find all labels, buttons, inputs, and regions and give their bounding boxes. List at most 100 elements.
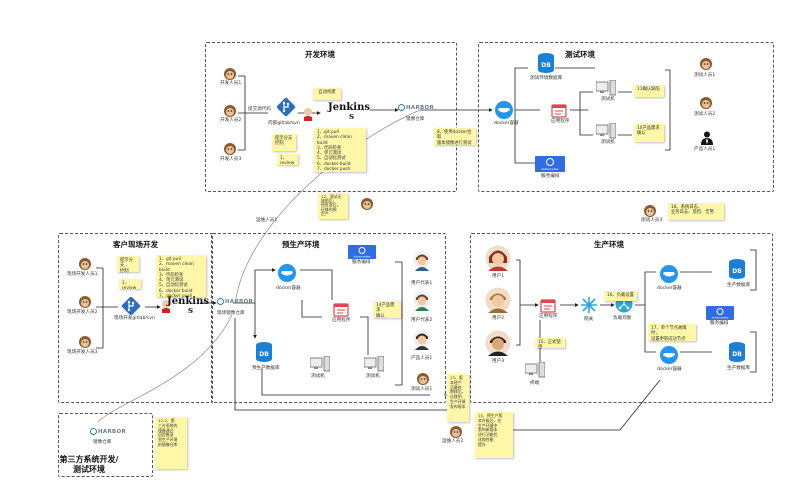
prod-user-3-label: 用户3 [492,359,505,364]
test-zone-title: 测试环境 [565,50,595,59]
monkey-avatar-cust1 [78,256,92,275]
git-icon-customer [121,296,141,319]
migrate-preprod-note: 12、测试无 缺陷后， 经批准后， 迁移到预 生产 [318,193,348,219]
database-icon-preprod: DB [255,342,273,366]
user-3-avatar [485,330,511,360]
dev-zone [205,42,457,192]
computer-icon-preprod1 [309,355,331,376]
preprod-req-confirm-note: 14产品需求 确认 [373,301,401,319]
customer-zone [58,233,213,403]
kubernetes-icon-preprod: kubernetes [348,244,376,263]
prod-release-note: 15、预生产版 本升级后，在 生产环境中 发布新版本 进行功能优 化和性能 提升 [475,412,513,458]
svg-text:kubernetes: kubernetes [712,316,729,320]
user-2-avatar [485,287,511,317]
thirdparty-image-repo-label: 镜像仓库 [93,440,112,445]
monkey-avatar-cust2 [78,294,92,313]
prod-k8s-label: 服务编排 [710,321,729,326]
cust-image-repo-label: 现场镜像仓库 [217,311,245,316]
jenkins-s-dev: s [349,112,355,122]
preprod-k8s-label: 服务编排 [352,260,371,265]
prod-app-label: 应用程序 [539,314,558,319]
docker-icon-prod1 [659,264,679,288]
gateway-label: 网关 [584,317,594,322]
monkey-avatar-ops1 [360,196,374,215]
cust-build-steps-note: 1、git pull 2、maven clean build 3、代码检查 4、… [156,255,206,299]
test-pc-1-label: 测试机 [601,97,615,102]
dev-zone-title: 开发环境 [305,50,335,59]
docker-icon-prod2 [659,345,679,369]
dev-person-3-label: 开发人员3 [220,157,242,162]
preprod-app-label: 应用程序 [332,318,351,323]
tester-1-label: 测试人员1 [694,73,716,78]
image-repo-label-dev: 镜像仓库 [406,117,425,122]
onsite-dev-2-label: 现场开发人员2 [67,310,98,315]
git-icon [276,97,296,120]
svg-text:DB: DB [732,268,742,275]
tester-2-label: 测试人员2 [694,112,716,117]
harbor-logo-thirdparty: HARBOR [90,428,126,435]
monkey-avatar-dev2 [223,103,237,122]
load-balancer-label: 负载均衡 [613,316,632,321]
dev-person-2-label: 开发人员2 [220,118,242,123]
prod-docker-2-label: docker容器 [657,367,682,372]
test-app-label: 应用程序 [551,119,570,124]
preprod-tester-label: 测试人员1 [411,387,433,392]
prod-db-2-label: 生产数据库 [727,366,750,371]
prod-user-1-label: 用户1 [492,274,505,279]
test-pc-2-label: 测试机 [601,140,615,145]
deploy-test-note: 8、使用docker拉取 版本镜像进行测试 [434,128,476,146]
user-rep-1-avatar [413,251,431,275]
jenkins-butler-icon [302,106,314,125]
monkey-avatar-tester1 [699,56,713,75]
test-zone [478,42,774,192]
svg-text:DB: DB [541,62,551,69]
prod-zone-title: 生产环境 [594,240,624,249]
preprod-pc-2-label: 测试机 [366,374,380,379]
ops-person-1-label: 运维人员1 [256,218,278,223]
review-step-note: 1、review [277,154,298,166]
monkey-avatar-dev3 [223,141,237,160]
monkey-avatar-tester3 [643,203,657,222]
prod-zone [470,233,773,403]
node-failover-note: 17、单个节点故障时， 设置更新成功节点 [648,324,696,342]
prod-docker-1-label: docker容器 [657,286,682,291]
app-icon-test [551,103,567,122]
monkey-avatar-ops2 [449,424,463,443]
lb-config-note: 16、负载设置 [604,291,637,301]
ops-person-2-label: 运维人员2 [442,439,464,444]
jenkins-logo-cust: Jenkins [167,296,209,307]
release-approval-note: 13、版 本经产 品最终 审核后， 迁移到 生产环境 发布版本 [447,374,469,422]
computer-icon-terminal [524,361,546,382]
harbor-logo-dev: HARBOR [398,104,434,111]
jenkins-logo-dev: Jenkins [328,102,370,113]
svg-text:DB: DB [259,351,269,358]
jenkins-butler-icon-cust [160,298,172,317]
kubernetes-icon-prod: kubernetes [706,305,734,324]
cust-review-control-note: 提示分支 控制 [117,256,139,274]
go-live-note: 15、正式使用 [535,338,565,350]
kubernetes-icon-test: kubernetes [535,156,565,176]
user-1-avatar [485,245,511,275]
svg-text:kubernetes: kubernetes [354,255,371,259]
database-icon-prod1: DB [728,259,746,283]
auto-build-note: 自动构建 [313,88,341,100]
cust-git-label: 现场开发gitlab/svn [114,316,155,321]
harbor-logo-cust: HARBOR [217,298,253,305]
preprod-db-label: 预生产数据库 [252,366,280,371]
thirdparty-push-note: 12-2、第 三方系统的 镜像通过 远程推送 到生产环境 的镜像仓库 [155,417,187,469]
gateway-icon [580,296,598,318]
thirdparty-zone [58,413,153,477]
computer-icon-preprod2 [363,355,385,376]
docker-icon-preprod [277,263,297,287]
onsite-dev-1-label: 现场开发人员1 [67,272,98,277]
monkey-avatar-tester2 [699,95,713,114]
prod-user-2-label: 用户2 [492,316,505,321]
app-icon-preprod [333,302,349,321]
database-icon-test: DB [537,53,555,77]
database-icon-prod2: DB [728,342,746,366]
product-req-confirm-note-test: 10产品需求 确认 [634,124,664,142]
computer-icon-test2 [595,122,617,143]
dev-person-1-label: 开发人员1 [220,81,242,86]
businessman-icon [701,130,713,149]
onsite-dev-3-label: 现场开发人员3 [67,350,98,355]
